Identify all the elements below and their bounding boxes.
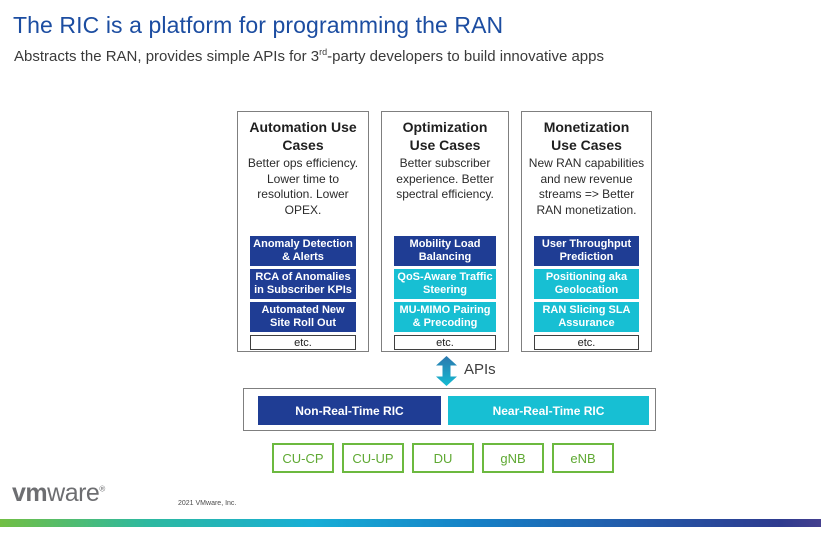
vmware-logo-ware: ware xyxy=(47,479,100,507)
ran-node-enb: eNB xyxy=(552,443,614,473)
use-case-column-optimization: Optimization Use Cases Better subscriber… xyxy=(381,111,509,352)
column-title: Optimization Use Cases xyxy=(402,119,488,153)
use-case-item-list: Mobility Load Balancing QoS-Aware Traffi… xyxy=(394,236,496,350)
use-case-item-list: Anomaly Detection & Alerts RCA of Anomal… xyxy=(250,236,356,350)
column-description: Better ops efficiency. Lower time to res… xyxy=(247,156,359,217)
use-case-item: MU-MIMO Pairing & Precoding xyxy=(394,302,496,332)
etc-box: etc. xyxy=(534,335,639,350)
slide-subtitle: Abstracts the RAN, provides simple APIs … xyxy=(14,47,794,65)
vmware-logo: vmware® xyxy=(12,479,105,508)
use-case-item: Positioning aka Geolocation xyxy=(534,269,639,299)
ric-container: Non-Real-Time RIC Near-Real-Time RIC xyxy=(243,388,656,431)
ran-node-gnb: gNB xyxy=(482,443,544,473)
footer-gradient-bar xyxy=(0,519,821,527)
vmware-logo-vm: vm xyxy=(12,479,48,507)
use-case-item: Automated New Site Roll Out xyxy=(250,302,356,332)
registered-mark-icon: ® xyxy=(99,484,105,494)
column-title: Automation Use Cases xyxy=(249,119,357,153)
double-arrow-icon xyxy=(436,356,457,386)
page-title: The RIC is a platform for programming th… xyxy=(13,12,504,38)
subtitle-text-pre: Abstracts the RAN, provides simple APIs … xyxy=(14,48,320,65)
column-description: Better subscriber experience. Better spe… xyxy=(396,156,494,202)
apis-label: APIs xyxy=(464,361,496,378)
use-case-item: User Throughput Prediction xyxy=(534,236,639,266)
ran-node-cu-cp: CU-CP xyxy=(272,443,334,473)
use-case-item: QoS-Aware Traffic Steering xyxy=(394,269,496,299)
ran-node-cu-up: CU-UP xyxy=(342,443,404,473)
column-title: Monetization Use Cases xyxy=(543,119,630,153)
ran-node-du: DU xyxy=(412,443,474,473)
use-case-item: Anomaly Detection & Alerts xyxy=(250,236,356,266)
use-case-column-automation: Automation Use Cases Better ops efficien… xyxy=(237,111,369,352)
subtitle-text-post: -party developers to build innovative ap… xyxy=(327,48,604,65)
subtitle-superscript: rd xyxy=(319,47,328,57)
use-case-item: RAN Slicing SLA Assurance xyxy=(534,302,639,332)
use-case-item: RCA of Anomalies in Subscriber KPIs xyxy=(250,269,356,299)
copyright-text: 2021 VMware, Inc. xyxy=(178,500,237,507)
use-case-item: Mobility Load Balancing xyxy=(394,236,496,266)
use-case-column-monetization: Monetization Use Cases New RAN capabilit… xyxy=(521,111,652,352)
use-case-item-list: User Throughput Prediction Positioning a… xyxy=(534,236,639,350)
column-description: New RAN capabilities and new revenue str… xyxy=(528,156,645,217)
etc-box: etc. xyxy=(394,335,496,350)
non-real-time-ric-box: Non-Real-Time RIC xyxy=(258,396,441,425)
near-real-time-ric-box: Near-Real-Time RIC xyxy=(448,396,649,425)
etc-box: etc. xyxy=(250,335,356,350)
